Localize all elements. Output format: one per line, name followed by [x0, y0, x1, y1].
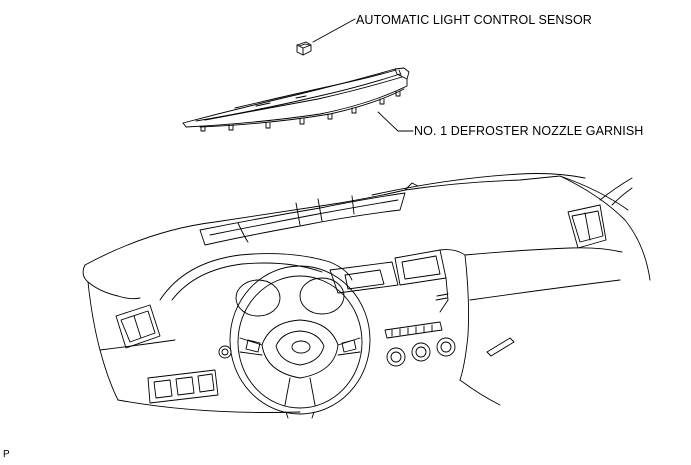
- garnish-callout-label: NO. 1 DEFROSTER NOZZLE GARNISH: [414, 124, 644, 138]
- light-control-sensor-part: [296, 41, 312, 56]
- sensor-callout-label: AUTOMATIC LIGHT CONTROL SENSOR: [356, 13, 592, 27]
- figure-code: P: [3, 449, 10, 460]
- garnish-leader-line: [377, 111, 414, 132]
- defroster-nozzle-garnish-part: [182, 67, 410, 132]
- sensor-leader-line: [312, 18, 356, 43]
- instrument-panel: [82, 173, 651, 413]
- steering-wheel: [229, 265, 371, 419]
